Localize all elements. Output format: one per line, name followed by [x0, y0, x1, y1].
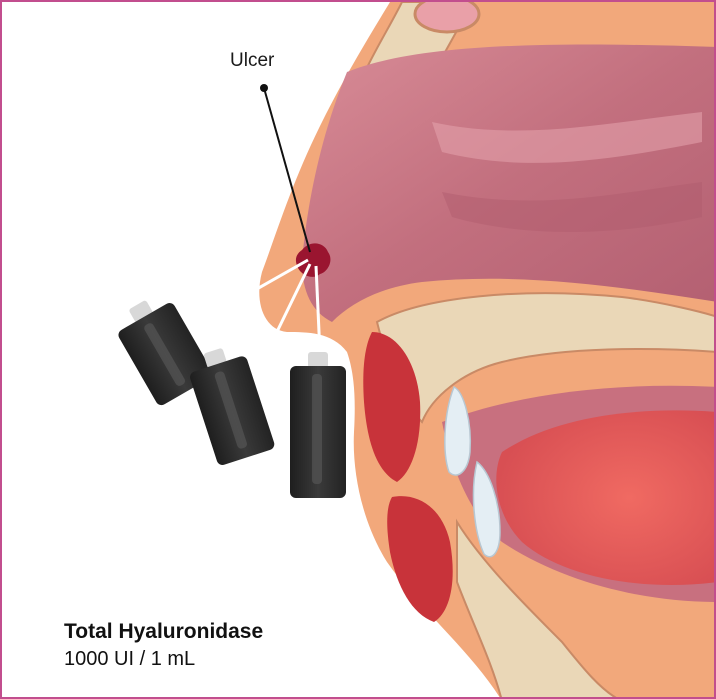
caption: Total Hyaluronidase 1000 UI / 1 mL	[64, 618, 263, 673]
ulcer-leader-dot	[260, 84, 268, 92]
ulcer-label: Ulcer	[230, 50, 275, 71]
caption-title: Total Hyaluronidase	[64, 618, 263, 646]
caption-dose: 1000 UI / 1 mL	[64, 646, 263, 673]
syringe-3	[290, 352, 346, 498]
frontal-sinus	[415, 2, 479, 32]
